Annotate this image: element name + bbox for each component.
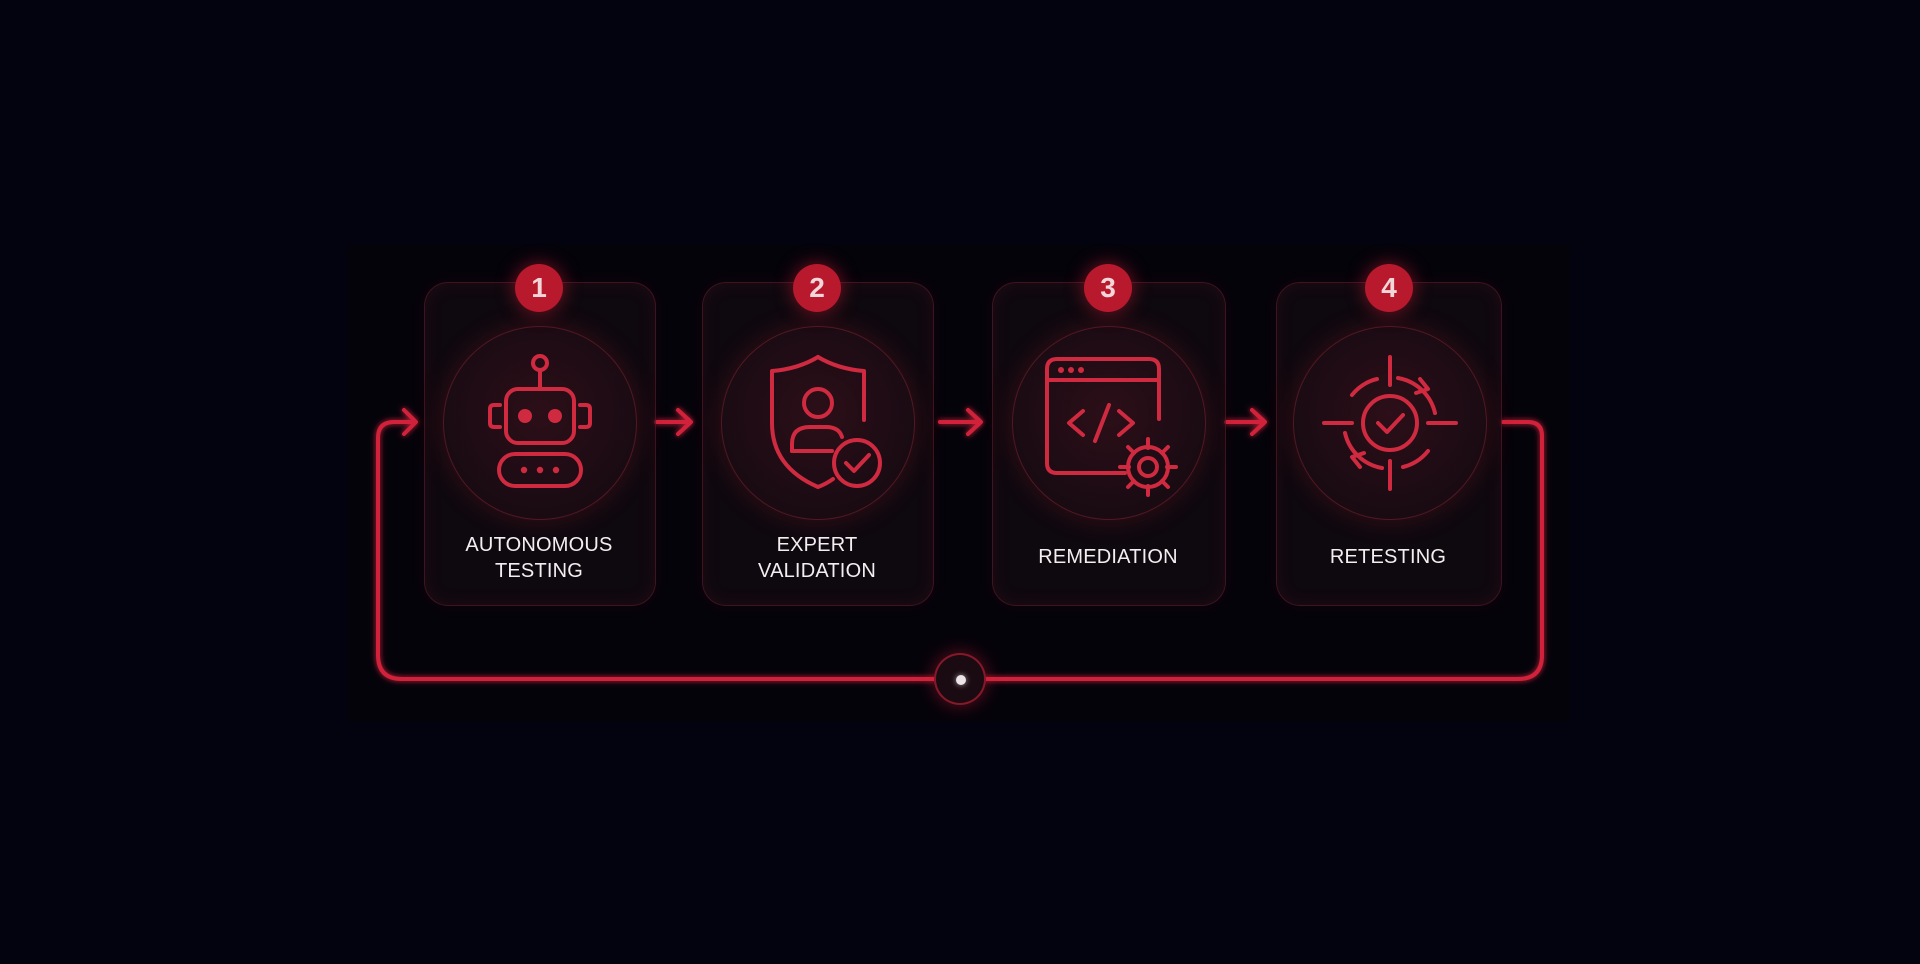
step-number-badge-2: 2 bbox=[793, 264, 841, 312]
step-number-badge-1: 1 bbox=[515, 264, 563, 312]
arrow-3-to-4 bbox=[1224, 408, 1267, 436]
step-label-2-line-1: EXPERT bbox=[776, 534, 858, 556]
feedback-loop-line bbox=[376, 420, 937, 681]
step-number-badge-4: 4 bbox=[1365, 264, 1413, 312]
cycle-target-check-icon bbox=[1293, 326, 1487, 520]
step-number-badge-3: 3 bbox=[1084, 264, 1132, 312]
arrow-1-to-2 bbox=[654, 408, 693, 436]
step-label-1-line-1: AUTONOMOUS bbox=[465, 534, 613, 556]
step-label-3: REMEDIATION bbox=[998, 544, 1218, 570]
code-window-gear-icon bbox=[1012, 326, 1206, 520]
robot-icon bbox=[443, 326, 637, 520]
loop-entry-arrowhead bbox=[402, 408, 418, 436]
step-label-2: EXPERT VALIDATION bbox=[707, 532, 927, 584]
step-label-4-line-1: RETESTING bbox=[1329, 546, 1447, 568]
step-label-2-line-2: VALIDATION bbox=[758, 560, 876, 582]
arrow-2-to-3 bbox=[938, 408, 983, 436]
loop-hub-dot bbox=[956, 675, 966, 685]
shield-user-check-icon bbox=[721, 326, 915, 520]
feedback-loop-line-right bbox=[983, 420, 1544, 681]
loop-hub bbox=[934, 653, 986, 705]
step-label-3-line-1: REMEDIATION bbox=[1038, 546, 1178, 568]
step-label-1: AUTONOMOUS TESTING bbox=[429, 532, 649, 584]
step-label-4: RETESTING bbox=[1278, 544, 1498, 570]
step-label-1-line-2: TESTING bbox=[494, 560, 584, 582]
